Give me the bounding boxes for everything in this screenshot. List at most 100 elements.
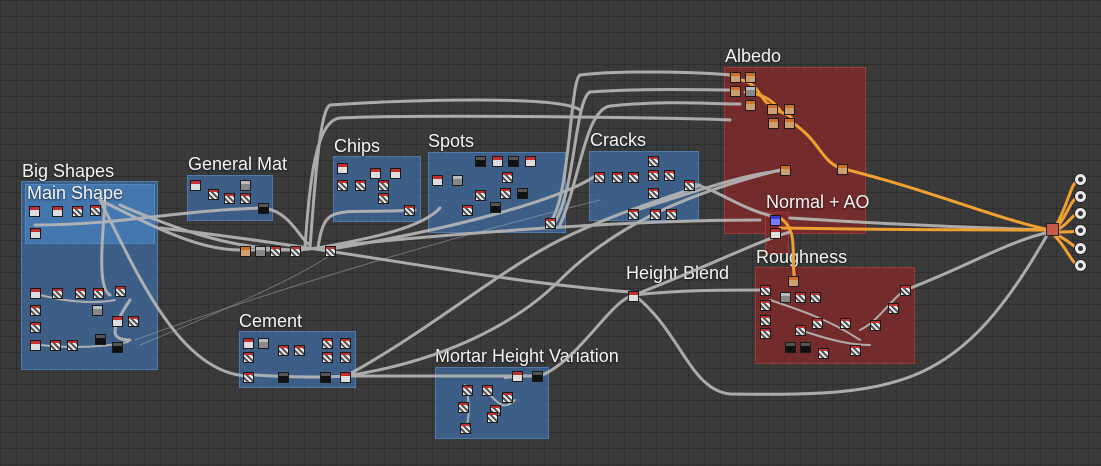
graph-node[interactable] bbox=[112, 342, 123, 353]
graph-node[interactable] bbox=[390, 168, 401, 179]
graph-node[interactable] bbox=[278, 345, 289, 356]
graph-node[interactable] bbox=[190, 180, 201, 191]
graph-node[interactable] bbox=[648, 188, 659, 199]
graph-node[interactable] bbox=[340, 372, 351, 383]
graph-node[interactable] bbox=[112, 316, 123, 327]
graph-node[interactable] bbox=[628, 291, 639, 302]
output-port-icon[interactable] bbox=[1074, 224, 1087, 237]
graph-node[interactable] bbox=[812, 318, 823, 329]
graph-node[interactable] bbox=[517, 188, 528, 199]
graph-node[interactable] bbox=[72, 206, 83, 217]
graph-node[interactable] bbox=[594, 172, 605, 183]
graph-node[interactable] bbox=[90, 205, 101, 216]
graph-node[interactable] bbox=[404, 205, 415, 216]
graph-node[interactable] bbox=[760, 328, 771, 339]
graph-node[interactable] bbox=[745, 100, 756, 111]
graph-node[interactable] bbox=[888, 303, 899, 314]
graph-node[interactable] bbox=[837, 164, 848, 175]
graph-node[interactable] bbox=[785, 342, 796, 353]
graph-node[interactable] bbox=[92, 305, 103, 316]
graph-node[interactable] bbox=[784, 104, 795, 115]
graph-node[interactable] bbox=[30, 228, 41, 239]
graph-node[interactable] bbox=[340, 352, 351, 363]
graph-node[interactable] bbox=[52, 288, 63, 299]
graph-node[interactable] bbox=[29, 206, 40, 217]
graph-node[interactable] bbox=[258, 338, 269, 349]
graph-node[interactable] bbox=[745, 86, 756, 97]
graph-node[interactable] bbox=[648, 156, 659, 167]
frame-cracks[interactable] bbox=[589, 151, 699, 221]
graph-node[interactable] bbox=[760, 300, 771, 311]
graph-node[interactable] bbox=[432, 175, 443, 186]
graph-node[interactable] bbox=[240, 246, 251, 257]
graph-node[interactable] bbox=[462, 385, 473, 396]
graph-node[interactable] bbox=[502, 172, 513, 183]
graph-node[interactable] bbox=[730, 72, 741, 83]
graph-node[interactable] bbox=[545, 218, 556, 229]
graph-node[interactable] bbox=[460, 423, 471, 434]
graph-node[interactable] bbox=[370, 168, 381, 179]
graph-node[interactable] bbox=[93, 288, 104, 299]
graph-node[interactable] bbox=[664, 170, 675, 181]
graph-node[interactable] bbox=[322, 352, 333, 363]
graph-node[interactable] bbox=[768, 118, 779, 129]
graph-node[interactable] bbox=[337, 180, 348, 191]
graph-node[interactable] bbox=[52, 206, 63, 217]
graph-node[interactable] bbox=[512, 371, 523, 382]
graph-node[interactable] bbox=[490, 202, 501, 213]
output-port-icon[interactable] bbox=[1074, 190, 1087, 203]
output-port-icon[interactable] bbox=[1074, 207, 1087, 220]
graph-node[interactable] bbox=[67, 340, 78, 351]
graph-node[interactable] bbox=[784, 118, 795, 129]
graph-node[interactable] bbox=[475, 190, 486, 201]
graph-node[interactable] bbox=[462, 205, 473, 216]
graph-node[interactable] bbox=[355, 180, 366, 191]
graph-node[interactable] bbox=[780, 165, 791, 176]
graph-node[interactable] bbox=[760, 285, 771, 296]
graph-node[interactable] bbox=[452, 175, 463, 186]
graph-node[interactable] bbox=[378, 193, 389, 204]
graph-node[interactable] bbox=[95, 334, 106, 345]
graph-node[interactable] bbox=[75, 288, 86, 299]
graph-node[interactable] bbox=[788, 276, 799, 287]
graph-node[interactable] bbox=[795, 325, 806, 336]
graph-node[interactable] bbox=[760, 315, 771, 326]
graph-node[interactable] bbox=[780, 292, 791, 303]
graph-node[interactable] bbox=[378, 180, 389, 191]
graph-node[interactable] bbox=[243, 372, 254, 383]
graph-node[interactable] bbox=[255, 246, 266, 257]
graph-node[interactable] bbox=[628, 209, 639, 220]
graph-node[interactable] bbox=[767, 104, 778, 115]
graph-node[interactable] bbox=[810, 292, 821, 303]
graph-node[interactable] bbox=[840, 318, 851, 329]
graph-node[interactable] bbox=[240, 180, 251, 191]
graph-node[interactable] bbox=[650, 209, 661, 220]
graph-node[interactable] bbox=[320, 372, 331, 383]
graph-node[interactable] bbox=[612, 172, 623, 183]
output-selector-node[interactable] bbox=[1046, 223, 1059, 236]
graph-node[interactable] bbox=[502, 392, 513, 403]
graph-node[interactable] bbox=[278, 372, 289, 383]
graph-node[interactable] bbox=[337, 163, 348, 174]
graph-node[interactable] bbox=[290, 246, 301, 257]
frame-roughness[interactable] bbox=[755, 267, 915, 364]
graph-node[interactable] bbox=[224, 193, 235, 204]
graph-node[interactable] bbox=[50, 340, 61, 351]
graph-node[interactable] bbox=[30, 322, 41, 333]
graph-node[interactable] bbox=[258, 203, 269, 214]
graph-node[interactable] bbox=[487, 412, 498, 423]
graph-node[interactable] bbox=[795, 292, 806, 303]
graph-node[interactable] bbox=[492, 156, 503, 167]
graph-node[interactable] bbox=[870, 320, 881, 331]
graph-node[interactable] bbox=[325, 246, 336, 257]
graph-node[interactable] bbox=[730, 86, 741, 97]
graph-node[interactable] bbox=[525, 156, 536, 167]
graph-node[interactable] bbox=[240, 193, 251, 204]
output-port-icon[interactable] bbox=[1074, 173, 1087, 186]
graph-node[interactable] bbox=[684, 180, 695, 191]
graph-node[interactable] bbox=[850, 345, 861, 356]
graph-node[interactable] bbox=[128, 316, 139, 327]
graph-node[interactable] bbox=[532, 371, 543, 382]
graph-node[interactable] bbox=[115, 286, 126, 297]
graph-node[interactable] bbox=[800, 342, 811, 353]
